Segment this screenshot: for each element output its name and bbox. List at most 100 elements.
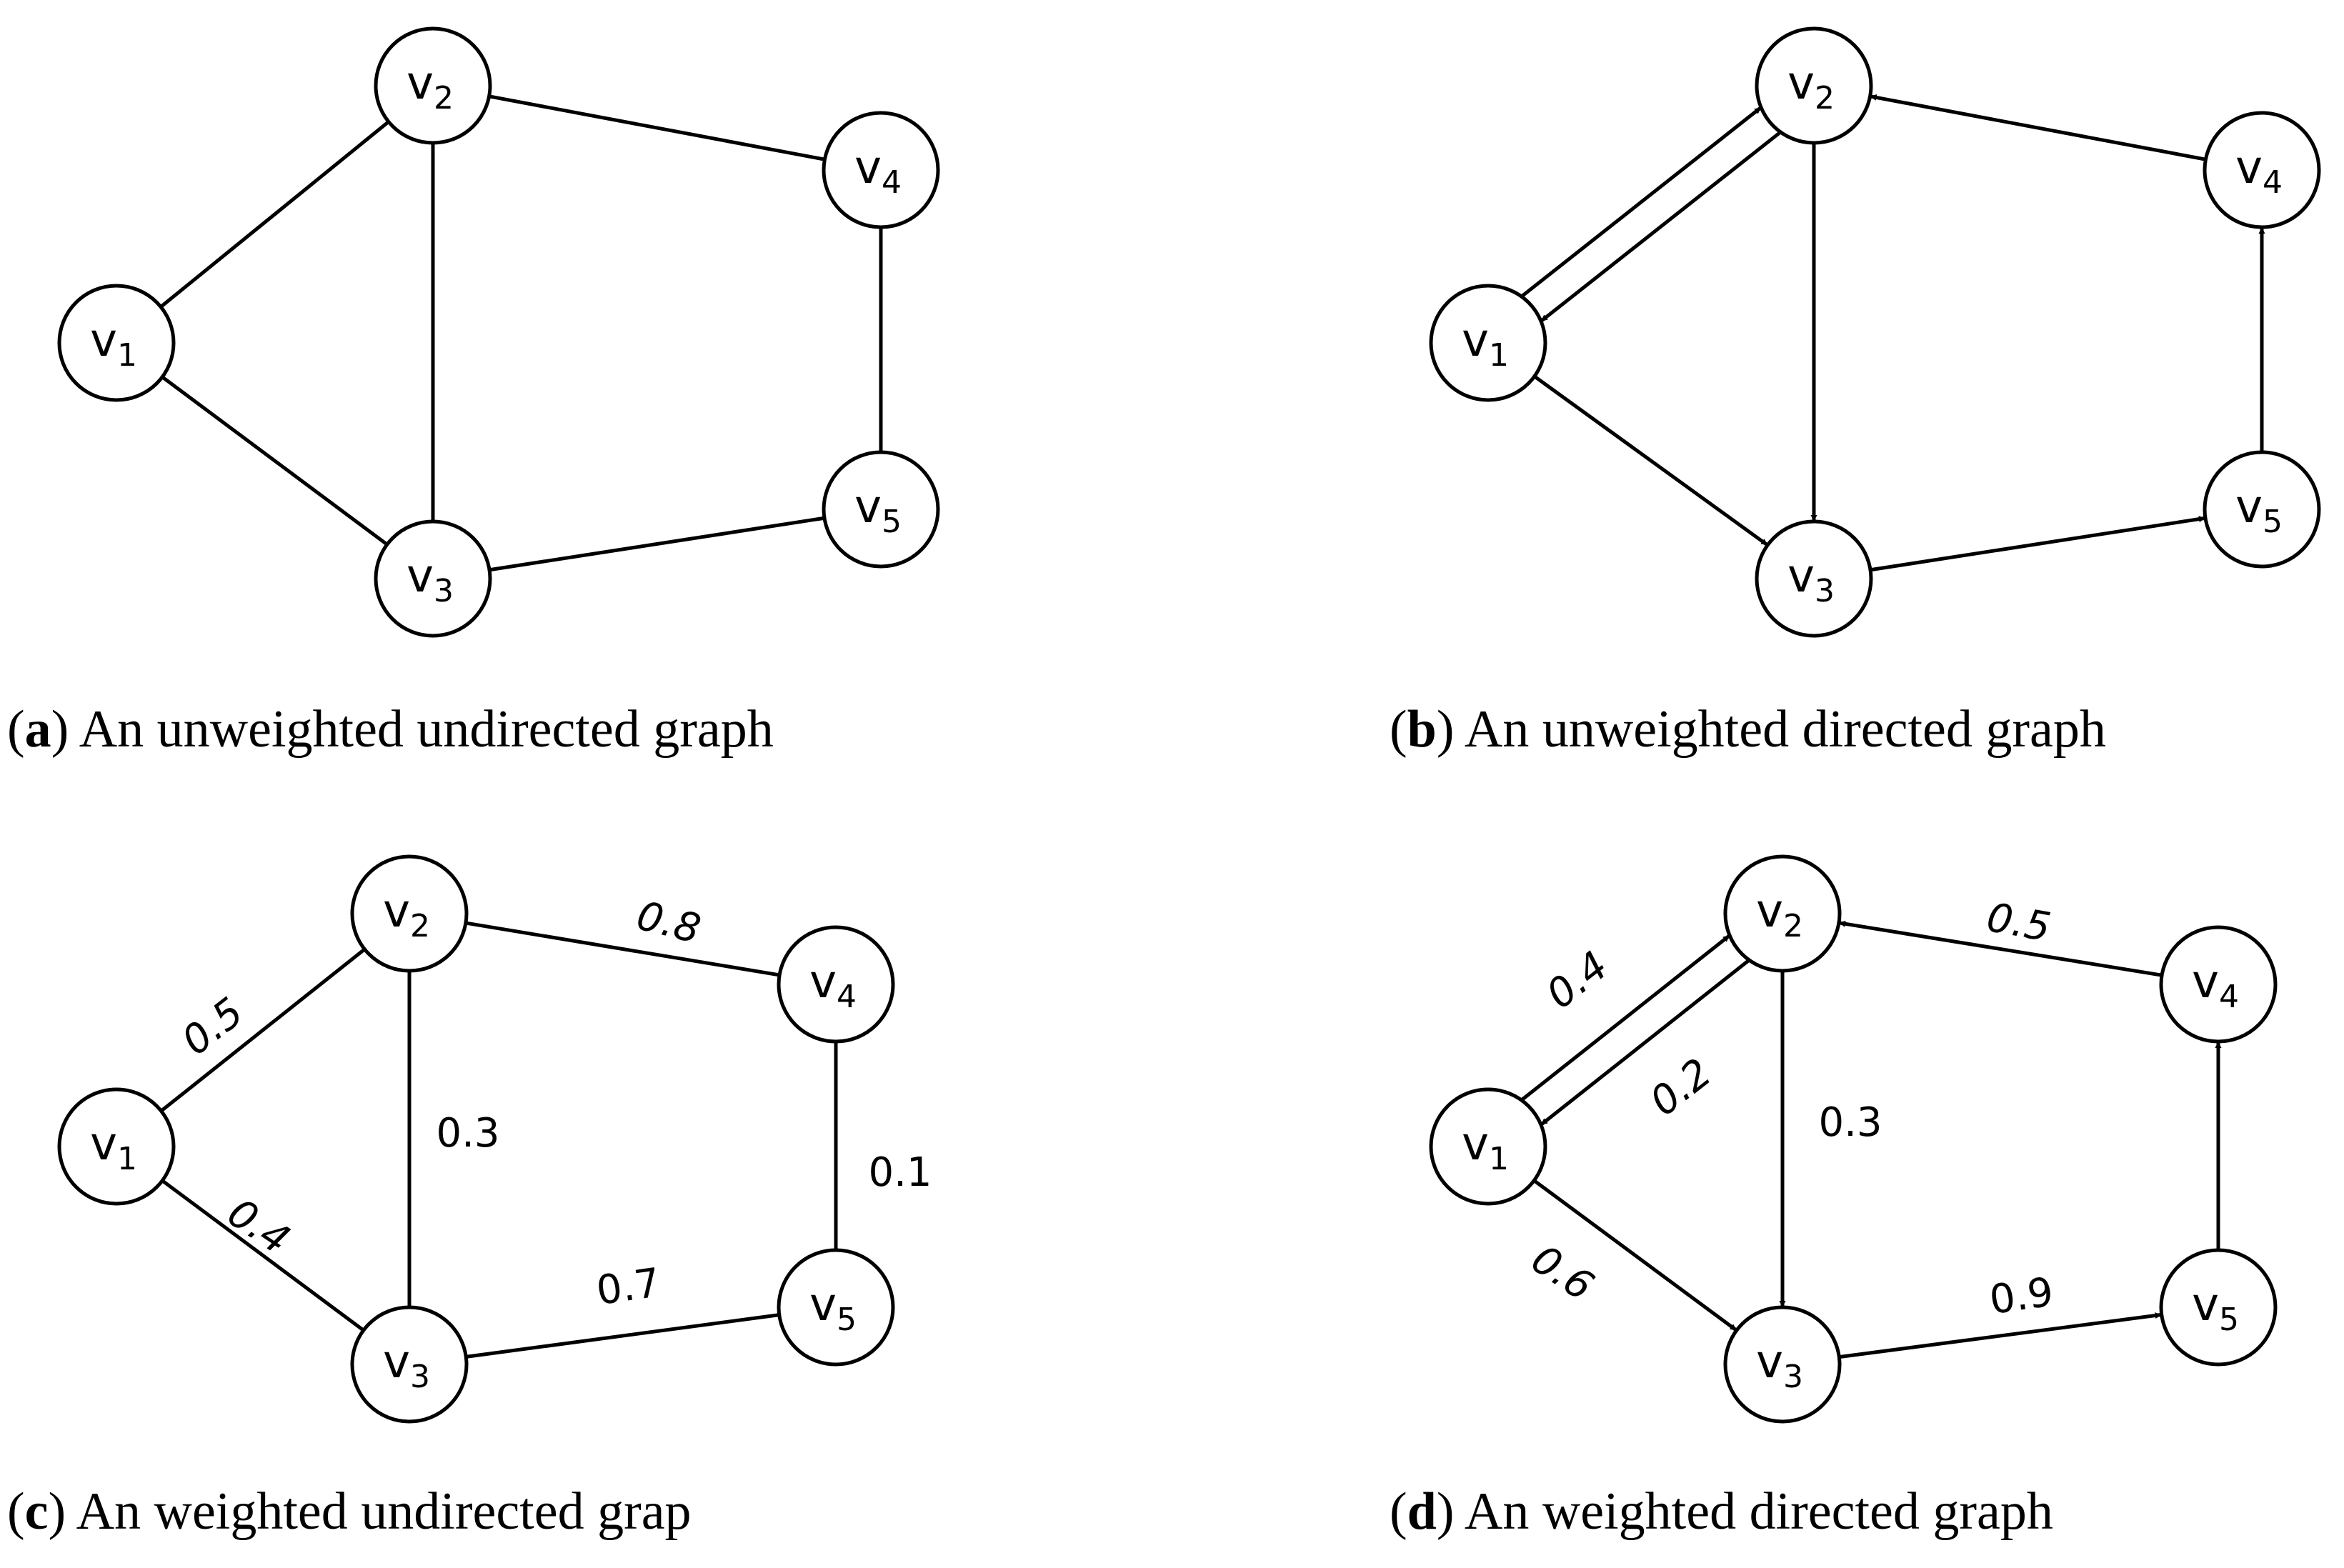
edge-weight-v3-v5: 0.9 (1987, 1269, 2056, 1324)
node-label-subscript: 4 (837, 979, 857, 1015)
node-label-subscript: 1 (1489, 337, 1509, 374)
node-v3: v3 (1755, 519, 1873, 638)
node-label-base: v (383, 1336, 410, 1389)
node-label-subscript: 2 (1783, 908, 1803, 944)
edge-v3-v5 (465, 1313, 780, 1359)
node-circle (2159, 1248, 2278, 1367)
caption-open-paren: ( (7, 700, 25, 759)
caption-close-paren: ) (1437, 700, 1465, 759)
caption-letter: d (1407, 1482, 1437, 1541)
node-v1: v1 (57, 284, 176, 402)
edges (1520, 94, 2265, 572)
panel-caption: (a) An unweighted undirected graph (7, 700, 774, 759)
node-label: v5 (2235, 481, 2283, 540)
caption-text: An unweighted undirected graph (79, 700, 774, 759)
node-label: v2 (1756, 885, 1803, 944)
node-v4: v4 (822, 111, 940, 229)
node-label-base: v (383, 885, 410, 938)
node-label-base: v (1787, 550, 1815, 603)
node-label: v4 (2192, 956, 2239, 1015)
edge-weight-v1-v3: 0.4 (219, 1189, 298, 1264)
node-v3: v3 (374, 519, 492, 638)
node-circle (777, 1248, 895, 1367)
node-label-subscript: 3 (1783, 1359, 1803, 1395)
node-label: v1 (90, 314, 137, 374)
node-label-base: v (90, 314, 117, 367)
edge-v1-v3 (161, 1179, 365, 1332)
node-label-base: v (2235, 141, 2263, 194)
caption-letter: b (1407, 700, 1437, 759)
caption-text: An weighted directed graph (1465, 1482, 2053, 1541)
caption-close-paren: ) (1437, 1482, 1465, 1541)
node-circle (2203, 111, 2321, 229)
node-circle (374, 26, 492, 145)
node-circle (822, 111, 940, 229)
node-v5: v5 (2159, 1248, 2278, 1367)
node-v2: v2 (350, 854, 469, 973)
node-v4: v4 (2203, 111, 2321, 229)
edge-v1-v2 (1520, 106, 1762, 299)
node-label: v2 (1787, 57, 1835, 116)
edge-v1-v3 (161, 375, 389, 546)
edge-weight-v2-v1: 0.4 (1538, 942, 1617, 1018)
node-label: v2 (407, 57, 454, 116)
node-circle (1723, 854, 1842, 973)
panel-caption: (b) An unweighted directed graph (1390, 700, 2106, 759)
caption-letter: a (25, 700, 51, 759)
node-label: v1 (1462, 314, 1509, 374)
node-label-base: v (2192, 956, 2219, 1009)
edges (159, 94, 883, 572)
edge-weight-v3-v5: 0.7 (594, 1259, 663, 1314)
node-v1: v1 (1429, 284, 1547, 402)
caption-text: An unweighted directed graph (1465, 700, 2106, 759)
node-label-base: v (1756, 885, 1783, 938)
node-circle (1755, 519, 1873, 638)
node-label-subscript: 1 (117, 1141, 137, 1177)
node-label-subscript: 3 (410, 1359, 430, 1395)
node-circle (777, 925, 895, 1044)
node-label-base: v (809, 956, 837, 1009)
node-label: v5 (2192, 1279, 2239, 1338)
node-circle (350, 1305, 469, 1424)
edge-weight-v1-v2: 0.5 (174, 989, 252, 1064)
node-v1: v1 (1429, 1087, 1547, 1206)
node-label-subscript: 3 (434, 573, 454, 609)
node-label: v4 (854, 141, 902, 201)
node-label-base: v (1462, 314, 1489, 367)
edges: 0.50.40.30.80.10.7 (160, 892, 932, 1359)
edge-weight-v2-v4: 0.8 (632, 892, 705, 953)
node-circle (2159, 925, 2278, 1044)
edge-weight-v2-v3: 0.3 (1818, 1099, 1882, 1146)
node-label: v1 (90, 1118, 137, 1177)
caption-letter: c (25, 1482, 49, 1541)
edge-v3-v5 (1870, 516, 2206, 572)
node-label: v4 (2235, 141, 2283, 201)
node-circle (1429, 1087, 1547, 1206)
node-v4: v4 (2159, 925, 2278, 1044)
node-label-subscript: 2 (410, 908, 430, 944)
node-v3: v3 (350, 1305, 469, 1424)
node-label: v1 (1462, 1118, 1509, 1177)
node-label-subscript: 5 (837, 1302, 857, 1338)
caption-open-paren: ( (1390, 700, 1407, 759)
node-label-subscript: 1 (1489, 1141, 1509, 1177)
node-v3: v3 (1723, 1305, 1842, 1424)
node-label: v5 (854, 481, 902, 540)
node-label-subscript: 4 (2263, 164, 2283, 201)
panel-caption: (d) An weighted directed graph (1390, 1482, 2053, 1541)
node-label-base: v (854, 141, 882, 194)
edge-v3-v5 (489, 516, 825, 572)
node-label-base: v (1462, 1118, 1489, 1171)
node-label-base: v (407, 57, 434, 110)
node-label-base: v (2235, 481, 2263, 534)
node-circle (57, 1087, 176, 1206)
node-label-base: v (1756, 1336, 1783, 1389)
edge-v3-v5 (1838, 1312, 2163, 1359)
node-v4: v4 (777, 925, 895, 1044)
